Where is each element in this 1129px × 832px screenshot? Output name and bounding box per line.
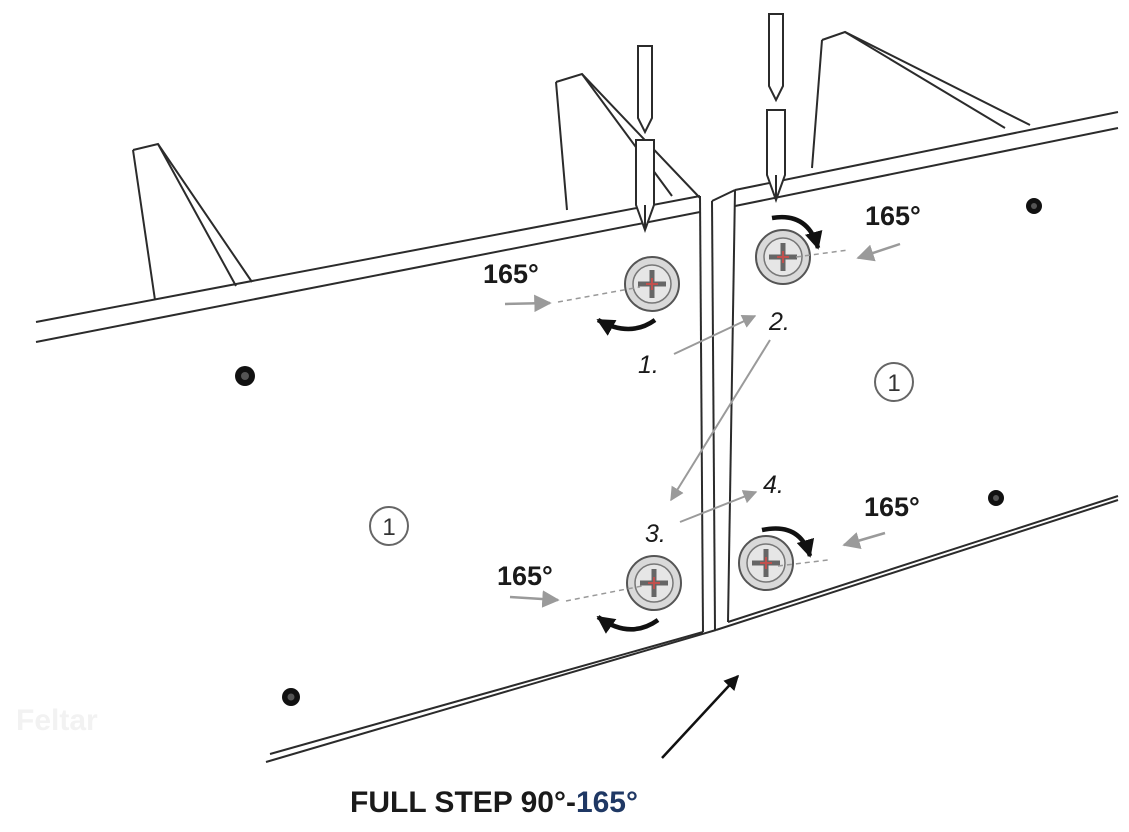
cam-lock-screw-4 [738, 535, 794, 591]
part-number-label: 1 [382, 514, 395, 541]
screwdriver-bit-right [766, 13, 786, 203]
rotation-arrows [596, 214, 823, 634]
cam-lock-screw-3 [626, 555, 682, 611]
step-label-1: 1. [638, 351, 659, 379]
part-number-label: 1 [887, 370, 900, 397]
furniture-frame [35, 30, 1119, 763]
arrow-icon [504, 294, 552, 313]
angle-label: 165° [497, 561, 553, 591]
arrow-icon [670, 339, 771, 502]
watermark-logo: Feltar [16, 704, 98, 737]
cam-lock-screw-1 [624, 256, 680, 312]
rotate-arrow-icon [771, 214, 823, 250]
dashed-guides [557, 249, 849, 602]
angle-label: 165° [483, 259, 539, 289]
arrow-icon [509, 590, 560, 608]
arrow-icon [856, 242, 901, 262]
step-label-3: 3. [645, 520, 666, 548]
cam-lock-screw-2 [755, 229, 811, 285]
part-marker-left: 1 [369, 506, 409, 546]
step-label-4: 4. [763, 471, 784, 499]
angle-label: 165° [865, 201, 921, 231]
joint-pointer-arrow-icon [661, 674, 740, 759]
caption-prefix: FULL STEP 90°- [350, 786, 576, 819]
screwdriver-bit-left [635, 45, 655, 233]
rotate-arrow-icon [596, 318, 657, 336]
dowel-holes [235, 198, 1042, 706]
arrow-icon [673, 315, 757, 355]
arrow-icon [679, 490, 758, 523]
rotate-arrow-icon [596, 615, 660, 634]
angle-label: 165° [864, 492, 920, 522]
step-label-2: 2. [768, 308, 790, 336]
part-marker-right: 1 [874, 362, 914, 402]
rotate-arrow-icon [761, 526, 815, 558]
caption-highlight: 165° [576, 786, 638, 819]
caption: FULL STEP 90°-165° [350, 786, 638, 819]
step-order-arrows [670, 315, 771, 523]
gray-pointer-arrows [504, 242, 901, 608]
arrow-icon [842, 531, 886, 549]
